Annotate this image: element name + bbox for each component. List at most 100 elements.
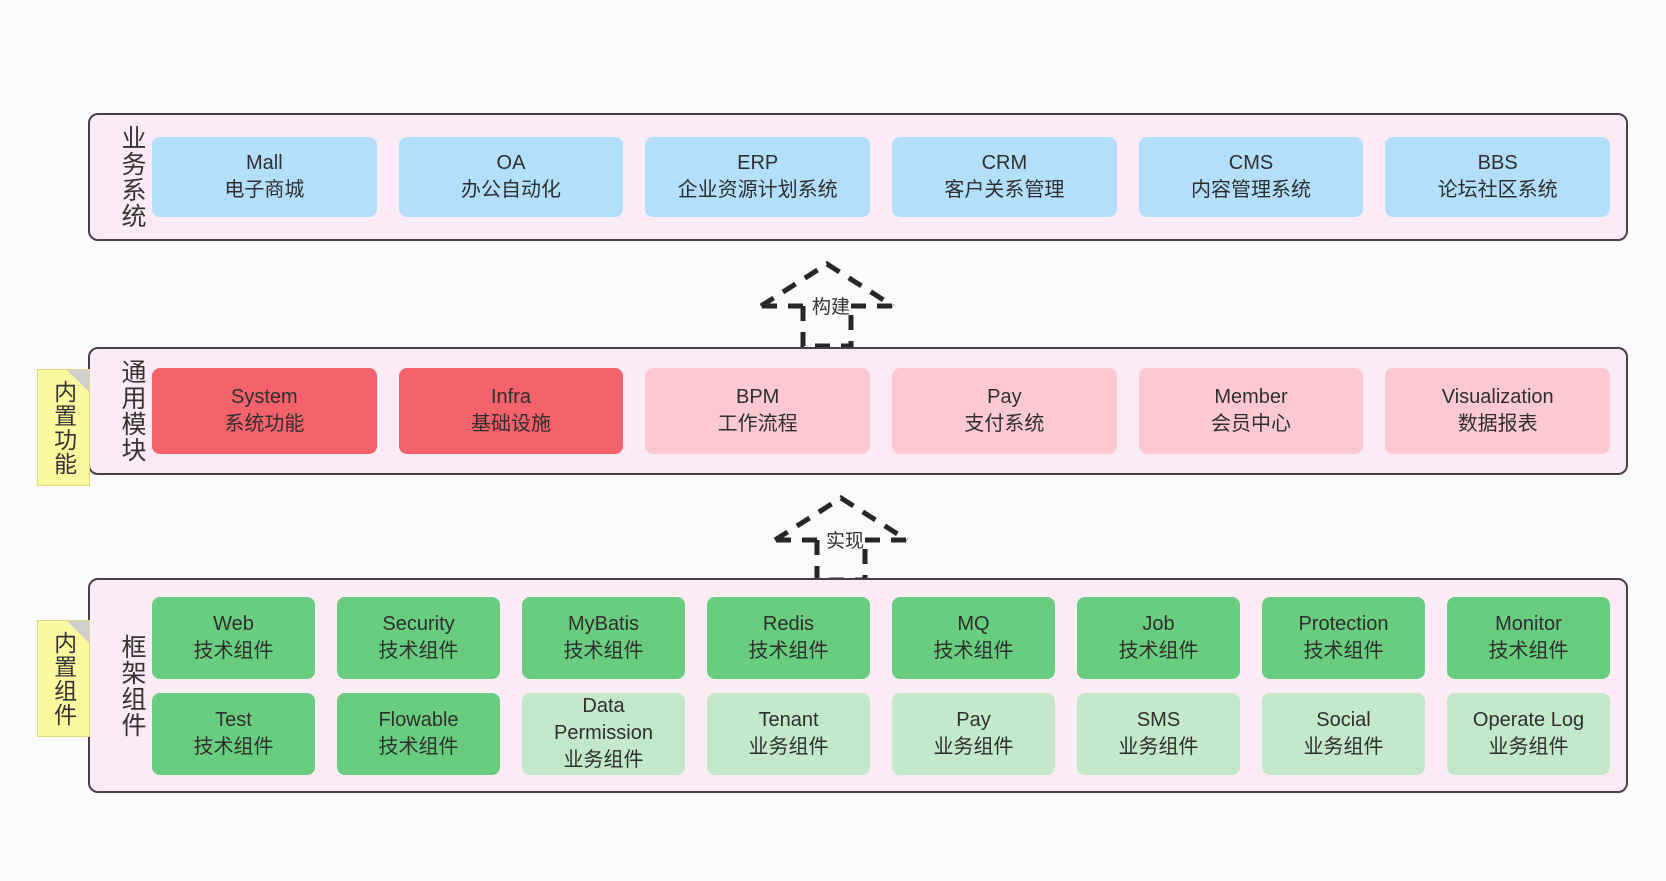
- box-protection[interactable]: Protection 技术组件: [1262, 596, 1425, 679]
- box-system[interactable]: System 系统功能: [152, 368, 377, 454]
- box-title: Monitor: [1495, 612, 1562, 635]
- layer-modules: 通用模块 System 系统功能 Infra 基础设施 BPM 工作流程 Pay…: [88, 347, 1628, 475]
- box-title: BPM: [736, 386, 780, 409]
- box-subtitle: 系统功能: [224, 413, 305, 435]
- note-builtin-components: 内置组件: [37, 620, 90, 737]
- box-subtitle: 技术组件: [748, 639, 829, 662]
- box-subtitle: 业务组件: [1303, 735, 1384, 758]
- connector-implement-label: 实现: [826, 531, 865, 552]
- box-subtitle: 业务组件: [563, 748, 644, 771]
- layer-modules-title: 通用模块: [118, 359, 146, 463]
- box-subtitle: 业务组件: [748, 735, 829, 758]
- framework-row-2: Test 技术组件 Flowable 技术组件 Data Permission …: [152, 692, 1610, 775]
- box-crm[interactable]: CRM 客户关系管理: [892, 137, 1117, 217]
- box-subtitle: 支付系统: [964, 413, 1045, 435]
- box-subtitle: 客户关系管理: [944, 179, 1065, 201]
- box-subtitle: 技术组件: [193, 639, 274, 662]
- box-title: Test: [215, 708, 252, 731]
- note-text: 内置功能: [50, 379, 77, 476]
- box-title: MQ: [957, 612, 990, 635]
- box-title: OA: [496, 152, 526, 175]
- box-subtitle: 内容管理系统: [1191, 179, 1312, 201]
- box-title: Protection: [1298, 612, 1389, 635]
- box-title: Pay: [956, 708, 991, 731]
- business-row: Mall 电子商城 OA 办公自动化 ERP 企业资源计划系统 CRM 客户关系…: [152, 137, 1611, 217]
- framework-row-1: Web 技术组件 Security 技术组件 MyBatis 技术组件 Redi…: [152, 596, 1610, 679]
- box-bbs[interactable]: BBS 论坛社区系统: [1385, 137, 1611, 217]
- box-mq[interactable]: MQ 技术组件: [892, 596, 1055, 679]
- box-subtitle: 技术组件: [378, 639, 459, 662]
- layer-framework: 框架组件 Web 技术组件 Security 技术组件 MyBatis 技术组件…: [88, 578, 1628, 793]
- box-security[interactable]: Security 技术组件: [337, 596, 500, 679]
- box-title: Security: [382, 612, 455, 635]
- box-title: Social: [1316, 708, 1371, 731]
- box-title: CMS: [1228, 152, 1274, 175]
- box-title: MyBatis: [567, 612, 640, 635]
- box-job[interactable]: Job 技术组件: [1077, 596, 1240, 679]
- box-subtitle: 技术组件: [378, 735, 459, 758]
- modules-row: System 系统功能 Infra 基础设施 BPM 工作流程 Pay 支付系统…: [152, 368, 1611, 454]
- note-fold-corner: [67, 370, 89, 392]
- box-data-permission[interactable]: Data Permission 业务组件: [522, 692, 685, 775]
- connector-build-label: 构建: [812, 297, 851, 318]
- box-title: System: [230, 386, 298, 409]
- box-sms[interactable]: SMS 业务组件: [1077, 692, 1240, 775]
- box-title-line2: Permission: [554, 722, 653, 745]
- box-flowable[interactable]: Flowable 技术组件: [337, 692, 500, 775]
- box-pay-component[interactable]: Pay 业务组件: [892, 692, 1055, 775]
- box-cms[interactable]: CMS 内容管理系统: [1138, 137, 1364, 217]
- box-oa[interactable]: OA 办公自动化: [398, 137, 624, 217]
- box-mall[interactable]: Mall 电子商城: [152, 137, 377, 217]
- layer-business: 业务系统 Mall 电子商城 OA 办公自动化 ERP 企业资源计划系统 CRM…: [88, 113, 1628, 241]
- box-subtitle: 技术组件: [1118, 639, 1199, 662]
- box-erp[interactable]: ERP 企业资源计划系统: [645, 137, 871, 217]
- box-operate-log[interactable]: Operate Log 业务组件: [1447, 692, 1610, 775]
- box-subtitle: 工作流程: [717, 413, 798, 435]
- box-bpm[interactable]: BPM 工作流程: [645, 368, 871, 454]
- box-title: Job: [1142, 612, 1175, 635]
- box-subtitle: 基础设施: [471, 413, 551, 435]
- box-title: Pay: [987, 386, 1022, 409]
- note-text: 内置组件: [50, 630, 77, 727]
- box-subtitle: 电子商城: [224, 179, 305, 201]
- box-tenant[interactable]: Tenant 业务组件: [707, 692, 870, 775]
- box-title: SMS: [1136, 708, 1181, 731]
- box-title: Operate Log: [1472, 708, 1585, 731]
- box-subtitle: 技术组件: [193, 735, 274, 758]
- layer-modules-body: System 系统功能 Infra 基础设施 BPM 工作流程 Pay 支付系统…: [146, 349, 1626, 473]
- box-subtitle: 业务组件: [933, 735, 1014, 758]
- box-visualization[interactable]: Visualization 数据报表: [1385, 368, 1611, 454]
- box-title: Mall: [246, 152, 283, 175]
- box-infra[interactable]: Infra 基础设施: [398, 368, 624, 454]
- box-subtitle: 技术组件: [933, 639, 1014, 662]
- box-monitor[interactable]: Monitor 技术组件: [1447, 596, 1610, 679]
- box-mybatis[interactable]: MyBatis 技术组件: [522, 596, 685, 679]
- box-web[interactable]: Web 技术组件: [152, 596, 315, 679]
- note-builtin-features: 内置功能: [37, 369, 90, 486]
- box-subtitle: 技术组件: [563, 639, 644, 662]
- box-subtitle: 论坛社区系统: [1437, 179, 1558, 201]
- box-title: Infra: [490, 386, 532, 409]
- box-redis[interactable]: Redis 技术组件: [707, 596, 870, 679]
- box-subtitle: 会员中心: [1211, 413, 1292, 435]
- box-test[interactable]: Test 技术组件: [152, 692, 315, 775]
- box-title: BBS: [1477, 152, 1518, 175]
- layer-business-body: Mall 电子商城 OA 办公自动化 ERP 企业资源计划系统 CRM 客户关系…: [146, 115, 1626, 239]
- box-subtitle: 技术组件: [1303, 639, 1384, 662]
- box-social[interactable]: Social 业务组件: [1262, 692, 1425, 775]
- layer-framework-title: 框架组件: [118, 633, 146, 738]
- note-fold-corner: [67, 621, 89, 643]
- box-title: Redis: [762, 612, 815, 635]
- box-member[interactable]: Member 会员中心: [1138, 368, 1364, 454]
- box-title: CRM: [981, 152, 1028, 175]
- box-title: Visualization: [1441, 386, 1554, 409]
- box-subtitle: 办公自动化: [461, 179, 561, 201]
- box-subtitle: 数据报表: [1457, 413, 1538, 435]
- box-title: ERP: [737, 152, 779, 175]
- box-title: Web: [213, 612, 254, 635]
- box-subtitle: 企业资源计划系统: [677, 179, 838, 201]
- box-title: Member: [1214, 386, 1288, 409]
- box-pay-module[interactable]: Pay 支付系统: [892, 368, 1117, 454]
- box-subtitle: 技术组件: [1488, 639, 1569, 662]
